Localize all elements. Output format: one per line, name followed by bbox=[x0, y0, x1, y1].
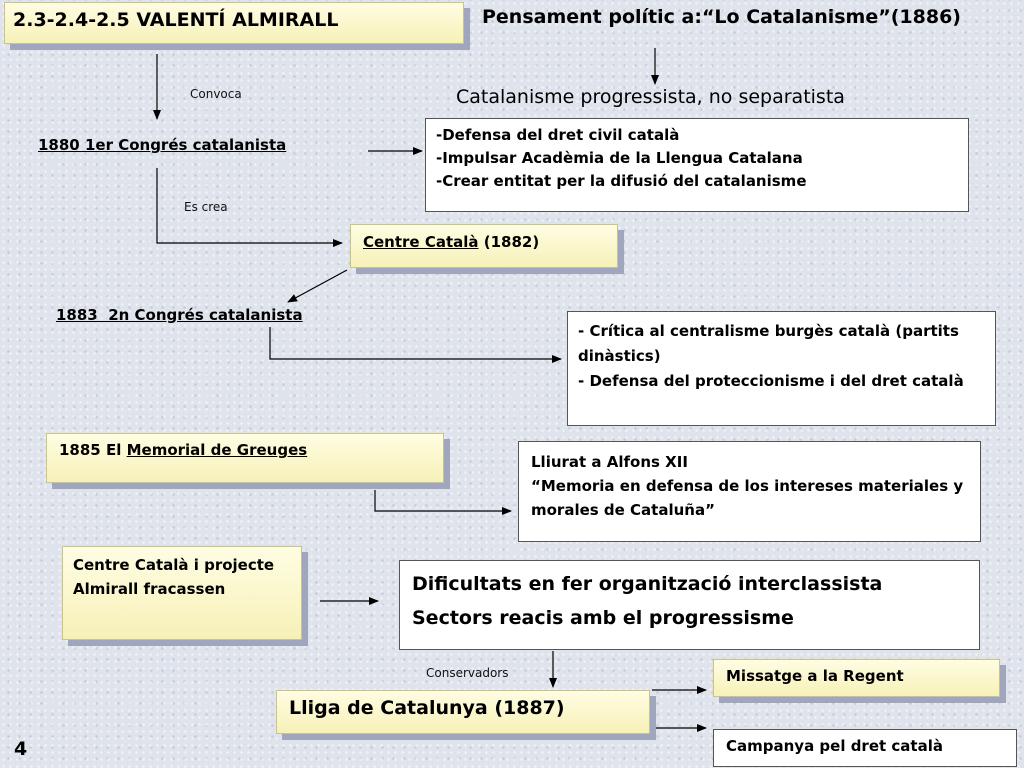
congres1-points-box: -Defensa del dret civil català -Impulsar… bbox=[425, 118, 969, 212]
memorial-name: Memorial de Greuges bbox=[126, 441, 308, 459]
arrow-centre-to-congres2 bbox=[287, 269, 348, 303]
dificultats-box: Dificultats en fer organització intercla… bbox=[399, 560, 980, 650]
lliga-text: Lliga de Catalunya (1887) bbox=[289, 697, 565, 719]
lliga-box: Lliga de Catalunya (1887) bbox=[276, 690, 650, 734]
title-box: 2.3-2.4-2.5 VALENTÍ ALMIRALL bbox=[4, 2, 464, 44]
title: 2.3-2.4-2.5 VALENTÍ ALMIRALL bbox=[13, 9, 339, 31]
congres2-points-box: - Crítica al centralisme burgès català (… bbox=[567, 311, 996, 426]
memorial-points-box: Lliurat a Alfons XII “Memoria en defensa… bbox=[518, 441, 981, 542]
arrow-congres1-to-centre bbox=[156, 168, 343, 247]
memorial-prefix: 1885 El bbox=[59, 441, 122, 459]
congres2-point: - Crítica al centralisme burgès català (… bbox=[578, 322, 959, 365]
campanya-box: Campanya pel dret català bbox=[713, 729, 1017, 767]
missatge-box: Missatge a la Regent bbox=[713, 659, 1000, 697]
campanya-text: Campanya pel dret català bbox=[726, 737, 943, 755]
heading: Pensament polític a:“Lo Catalanisme”(188… bbox=[482, 6, 961, 28]
congres1-point: -Impulsar Acadèmia de la Llengua Catalan… bbox=[436, 149, 803, 167]
congres2: 1883 2n Congrés catalanista bbox=[56, 306, 303, 324]
subheading: Catalanisme progressista, no separatista bbox=[456, 86, 845, 108]
centre-catala-year: (1882) bbox=[483, 233, 540, 251]
memorial-point: Lliurat a Alfons XII bbox=[531, 453, 688, 471]
centre-catala-box: Centre Català (1882) bbox=[350, 224, 618, 268]
missatge-text: Missatge a la Regent bbox=[726, 667, 904, 685]
memorial-box: 1885 El Memorial de Greuges bbox=[46, 433, 444, 483]
fracas-text: Centre Català i projecte Almirall fracas… bbox=[73, 556, 275, 598]
label-convoca: Convoca bbox=[190, 87, 242, 101]
centre-catala-name: Centre Català bbox=[363, 233, 479, 251]
congres2-point: - Defensa del proteccionisme i del dret … bbox=[578, 372, 964, 390]
fracas-box: Centre Català i projecte Almirall fracas… bbox=[62, 546, 302, 640]
dificultat-item: Dificultats en fer organització intercla… bbox=[412, 573, 883, 595]
label-conservadors: Conservadors bbox=[426, 666, 509, 680]
congres1: 1880 1er Congrés catalanista bbox=[38, 136, 287, 154]
memorial-point: “Memoria en defensa de los intereses mat… bbox=[531, 477, 964, 519]
label-es-crea: Es crea bbox=[184, 200, 228, 214]
congres1-point: -Defensa del dret civil català bbox=[436, 126, 680, 144]
arrow-congres2-to-points bbox=[269, 327, 562, 363]
dificultat-item: Sectors reacis amb el progressisme bbox=[412, 607, 794, 629]
arrow-memorial-to-points bbox=[374, 490, 512, 515]
congres1-point: -Crear entitat per la difusió del catala… bbox=[436, 172, 807, 190]
slide-number: 4 bbox=[14, 738, 28, 760]
